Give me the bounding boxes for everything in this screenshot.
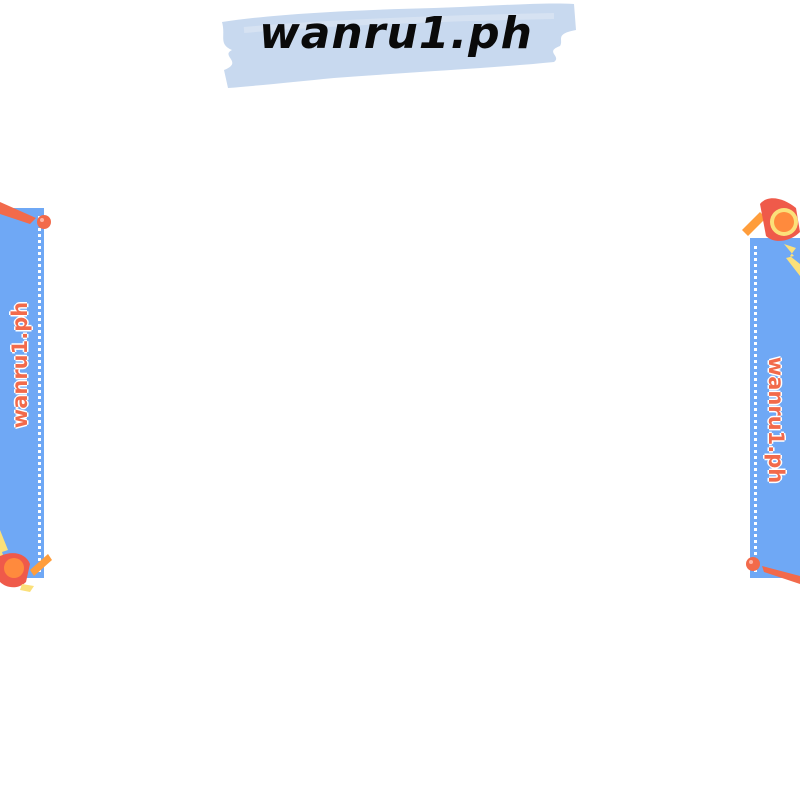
brush-stroke-background: [222, 3, 576, 88]
page-title: wanru1.ph: [259, 8, 533, 59]
left-panel: [0, 208, 44, 578]
left-side-banner: wanru1.ph: [0, 200, 60, 600]
right-banner-label: wanru1.ph: [764, 356, 788, 484]
right-panel: [750, 238, 800, 578]
left-banner-label: wanru1.ph: [8, 301, 32, 429]
megaphone-icon: [0, 530, 52, 592]
right-dotted-border: [754, 246, 757, 572]
right-side-banner: wanru1.ph: [740, 190, 800, 590]
megaphone-icon: [742, 198, 800, 276]
left-dotted-border: [38, 216, 41, 572]
pin-icon: [0, 202, 51, 229]
pin-icon: [746, 557, 800, 584]
header-banner: wanru1.ph: [214, 0, 578, 92]
